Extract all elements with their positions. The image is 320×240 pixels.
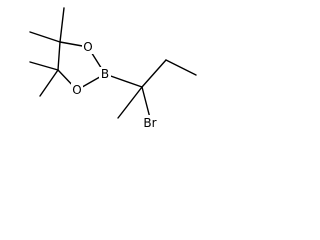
atom-boron: B — [101, 67, 109, 81]
chemical-structure-diagram: O O B Br — [29, 7, 197, 130]
bond-ethyl-ch2-ch3 — [165, 59, 197, 76]
atom-oxygen-top: O — [83, 40, 92, 54]
bond-c-br — [141, 86, 151, 119]
bond-c-methyl — [117, 86, 143, 119]
bond-c-ethyl-ch2 — [141, 59, 167, 88]
bond-methyl-c2-down — [39, 69, 59, 97]
bond-methyl-c2-left — [29, 61, 59, 71]
bond-methyl-c1-left — [29, 31, 61, 43]
bond-ring-c1-c2 — [57, 41, 61, 71]
atom-oxygen-bottom: O — [72, 83, 81, 97]
bond-b-c-quaternary — [104, 73, 143, 88]
bond-methyl-c1-up — [59, 7, 65, 43]
atom-bromine: Br — [143, 116, 156, 130]
